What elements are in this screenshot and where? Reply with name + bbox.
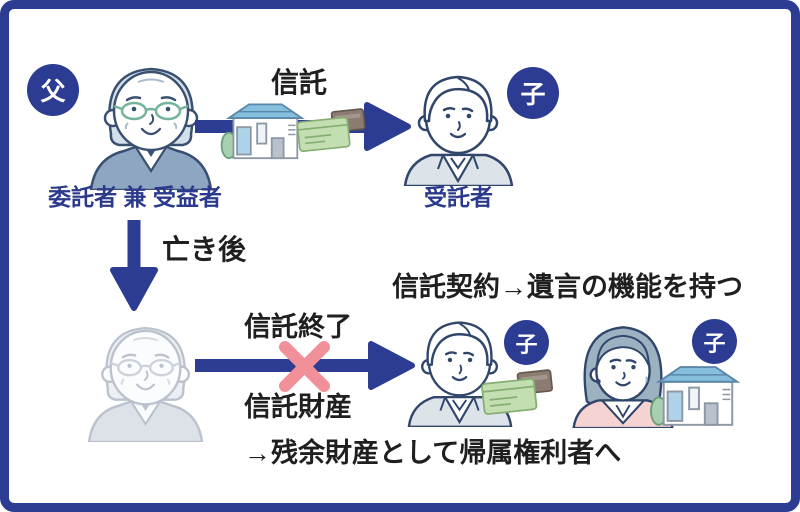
son-badge-label: 子 xyxy=(520,81,546,109)
result-note: →残余財産として帰属権利者へ xyxy=(244,438,622,468)
daughter-illustration xyxy=(572,326,674,428)
trust-arrow-label: 信託 xyxy=(270,67,327,98)
contract-note: 信託契約→遺言の機能を持つ xyxy=(392,272,743,302)
daughter-badge: 子 xyxy=(692,319,737,364)
daughter-badge-label: 子 xyxy=(703,330,726,356)
money-icon xyxy=(296,108,366,153)
father-badge-label: 父 xyxy=(40,78,66,106)
x-mark-icon xyxy=(279,341,330,392)
house-bottom-icon xyxy=(650,366,741,426)
father-role-label: 委託者 兼 受益者 xyxy=(48,184,222,210)
trust-property-label: 信託財産 xyxy=(244,392,352,422)
son-illustration xyxy=(403,75,514,186)
house-icon xyxy=(220,103,305,160)
terminated-arrow-right-icon xyxy=(195,341,415,390)
after-death-arrow-down-icon xyxy=(110,220,158,311)
son-badge: 子 xyxy=(507,67,559,119)
after-death-label: 亡き後 xyxy=(162,234,247,265)
father-illustration xyxy=(89,67,213,190)
trust-end-label: 信託終了 xyxy=(244,312,352,342)
father-badge: 父 xyxy=(27,64,79,116)
money-bottom-icon xyxy=(481,369,553,415)
father-deceased-illustration xyxy=(87,326,204,442)
son-bottom-badge: 子 xyxy=(504,320,549,365)
son-role-label: 受託者 xyxy=(424,184,493,210)
son-bottom-badge-label: 子 xyxy=(515,331,538,357)
